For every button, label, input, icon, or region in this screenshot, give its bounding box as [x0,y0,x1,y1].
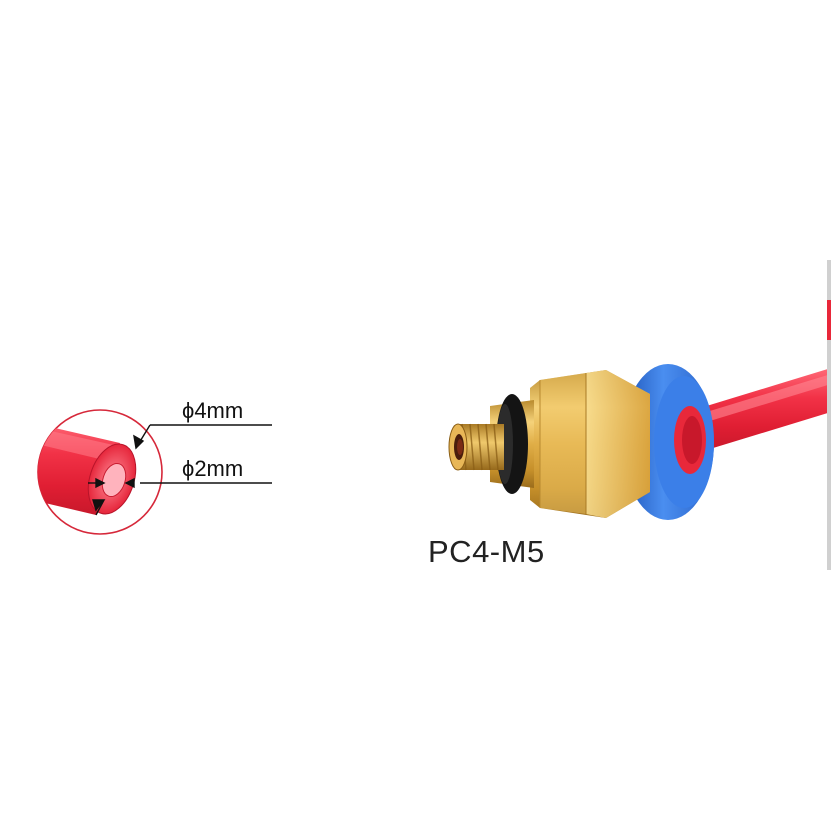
brass-fitting [448,370,650,518]
model-label: PC4-M5 [428,534,545,569]
callout-tube-bore [101,462,127,498]
hex-face [586,370,650,518]
dimension-lines [88,424,272,516]
outer-diameter-label: ϕ4mm [182,398,244,423]
edge-shadow [827,260,831,570]
inner-diameter-label: ϕ2mm [182,456,244,481]
red-tube [700,260,831,570]
